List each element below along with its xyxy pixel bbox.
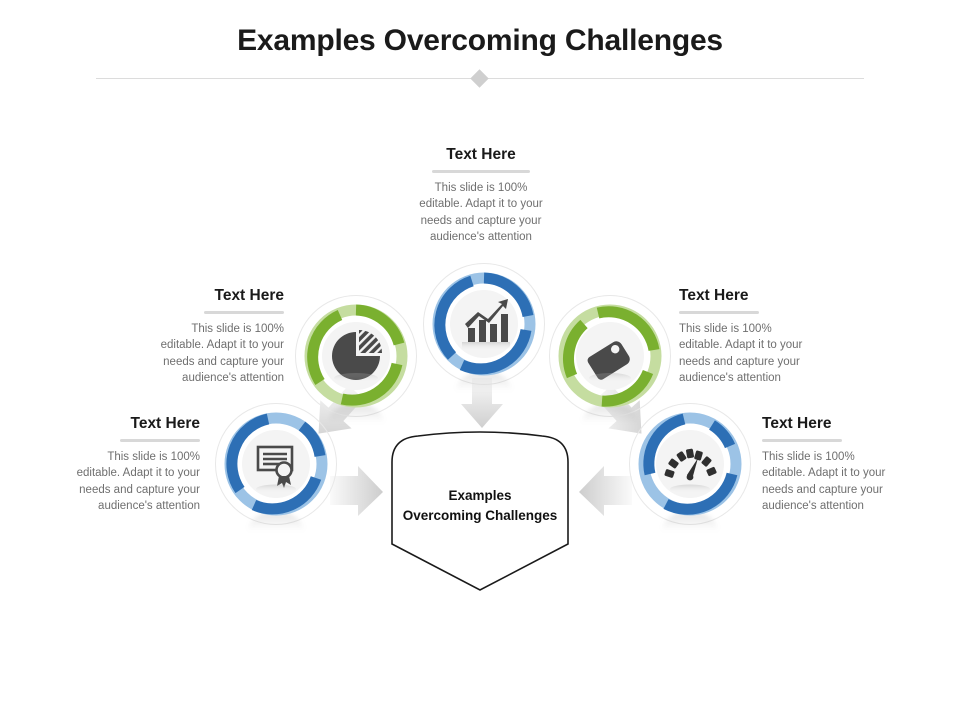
body-line-3: needs and capture your [679, 355, 800, 368]
icon-halo [295, 295, 417, 417]
text-block-body: This slide is 100% editable. Adapt it to… [388, 180, 574, 245]
text-block-left-lower: Text Here This slide is 100% editable. A… [58, 415, 200, 514]
text-block-body: This slide is 100% editable. Adapt it to… [679, 321, 831, 386]
speedometer-gauge-icon [664, 448, 717, 481]
text-block-right-lower: Text Here This slide is 100% editable. A… [762, 415, 914, 514]
body-line-4: audience's attention [679, 372, 781, 385]
body-line-2: editable. Adapt it to your [76, 467, 200, 480]
body-line-1: This slide is 100% [107, 451, 200, 464]
growth-bar-chart-icon [465, 299, 508, 342]
icon-halo [629, 403, 751, 525]
text-block-heading: Text Here [679, 287, 749, 304]
arrow-certificate-to-center [330, 466, 383, 516]
heading-rule [204, 311, 284, 315]
text-block-heading: Text Here [130, 415, 201, 432]
icon-halo [423, 263, 545, 385]
body-line-3: needs and capture your [420, 214, 542, 227]
icon-reflection [248, 511, 304, 531]
center-label-line2: Overcoming Challenges [402, 507, 558, 523]
icon-reflection [582, 403, 638, 423]
body-line-2: editable. Adapt it to your [160, 339, 284, 352]
price-tag-icon [587, 341, 630, 380]
icon-node-price-tag[interactable] [549, 295, 671, 423]
heading-rule [120, 439, 200, 443]
body-line-2: editable. Adapt it to your [419, 198, 543, 211]
text-block-heading: Text Here [762, 415, 832, 432]
text-block-top: Text Here This slide is 100% editable. A… [388, 146, 574, 245]
pie-chart-icon [332, 330, 382, 380]
icon-node-gauge[interactable] [629, 403, 751, 531]
body-line-3: needs and capture your [163, 355, 284, 368]
heading-rule [432, 170, 530, 174]
body-line-1: This slide is 100% [434, 182, 528, 195]
body-line-3: needs and capture your [79, 483, 200, 496]
arrow-gauge-to-center [579, 466, 632, 516]
body-line-1: This slide is 100% [762, 451, 855, 464]
icon-node-growth-chart[interactable] [423, 263, 545, 391]
text-block-body: This slide is 100% editable. Adapt it to… [138, 321, 284, 386]
body-line-2: editable. Adapt it to your [679, 339, 803, 352]
body-line-1: This slide is 100% [679, 323, 772, 336]
icon-halo [549, 295, 671, 417]
body-line-4: audience's attention [182, 372, 284, 385]
text-block-right-upper: Text Here This slide is 100% editable. A… [679, 287, 831, 386]
certificate-award-icon [256, 445, 294, 472]
body-line-4: audience's attention [430, 231, 532, 244]
icon-halo [215, 403, 337, 525]
heading-rule [679, 311, 759, 315]
heading-rule [762, 439, 842, 443]
body-line-1: This slide is 100% [191, 323, 284, 336]
text-block-body: This slide is 100% editable. Adapt it to… [58, 449, 200, 514]
award-ribbon-icon [275, 461, 293, 488]
page-title: Examples Overcoming Challenges [237, 24, 723, 57]
center-label-line1: Examples [448, 488, 512, 503]
center-shield: Examples Overcoming Challenges [384, 424, 576, 596]
diamond-icon [470, 69, 489, 88]
icon-reflection [662, 511, 718, 531]
icon-reflection [456, 371, 512, 391]
body-line-2: editable. Adapt it to your [762, 467, 886, 480]
body-line-3: needs and capture your [762, 483, 883, 496]
body-line-4: audience's attention [98, 500, 200, 513]
text-block-heading: Text Here [446, 146, 516, 163]
icon-reflection [328, 403, 384, 423]
icon-node-pie-chart[interactable] [295, 295, 417, 423]
body-line-4: audience's attention [762, 500, 864, 513]
text-block-left-upper: Text Here This slide is 100% editable. A… [138, 287, 284, 386]
text-block-heading: Text Here [214, 287, 285, 304]
text-block-body: This slide is 100% editable. Adapt it to… [762, 449, 914, 514]
icon-node-certificate[interactable] [215, 403, 337, 531]
center-label: Examples Overcoming Challenges [384, 486, 576, 525]
